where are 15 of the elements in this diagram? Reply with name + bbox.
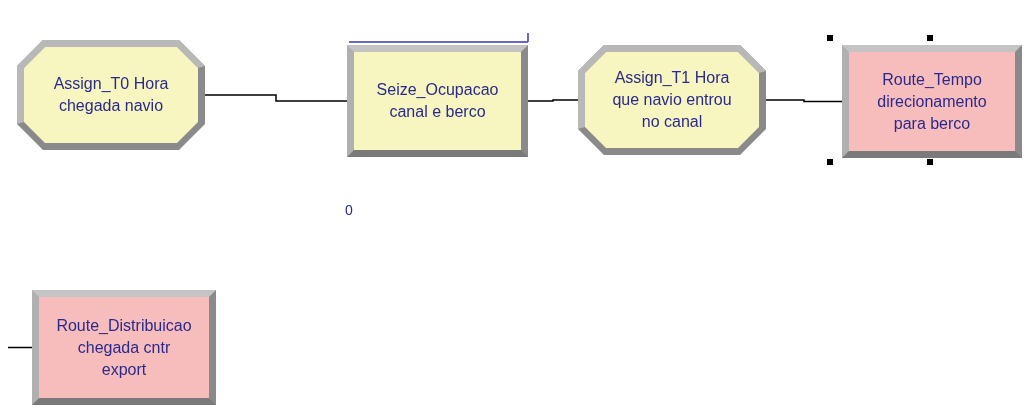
connector-line <box>204 94 348 102</box>
module-label: Route_Distribuicao chegada cntr export <box>55 315 193 380</box>
assign-module <box>17 40 205 150</box>
queue-count: 0 <box>345 201 353 220</box>
connector-line <box>527 99 579 102</box>
connector-line <box>765 99 843 103</box>
process-module <box>842 45 1022 158</box>
module-label: Assign_T1 Hora que navio entrou no canal <box>611 68 733 132</box>
process-module <box>347 45 528 157</box>
module-label: Assign_T0 Hora chegada navio <box>52 74 170 116</box>
process-module <box>32 290 216 405</box>
module-label: Route_Tempo direcionamento para berco <box>876 69 988 134</box>
module-label: Seize_Ocupacao canal e berco <box>375 80 500 122</box>
assign-module <box>578 45 766 155</box>
connector-line <box>7 346 33 349</box>
